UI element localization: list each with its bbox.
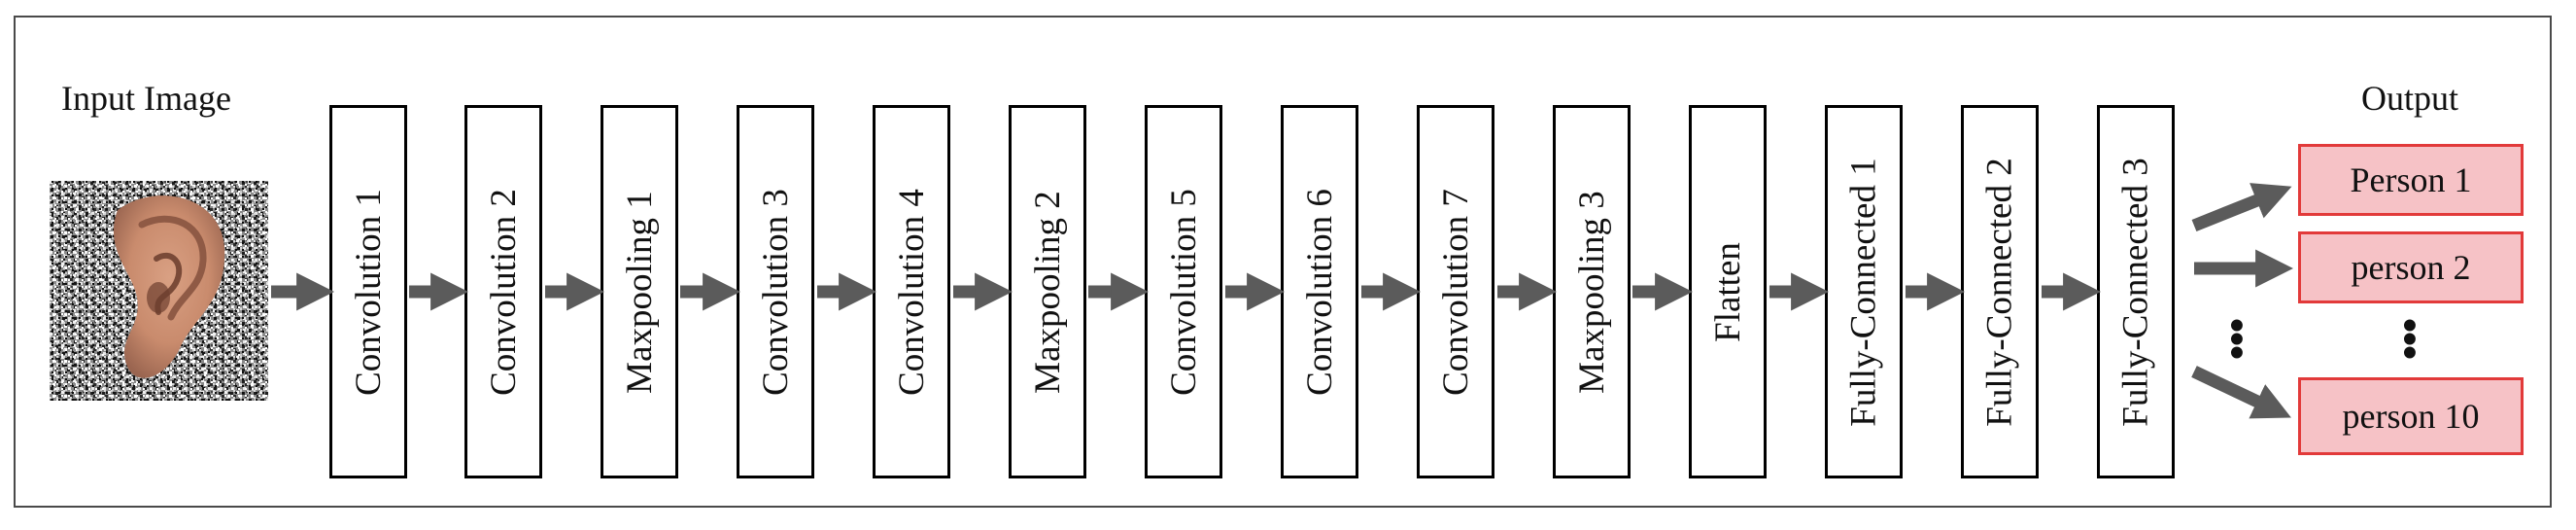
- input-image: [50, 181, 268, 401]
- output-class-10: person 10: [2298, 377, 2524, 455]
- ear-image: [50, 181, 268, 401]
- arrow-fc3-to-person1: [2191, 183, 2292, 232]
- output-class-1: Person 1: [2298, 144, 2524, 216]
- output-title: Output: [2361, 79, 2459, 118]
- input-title: Input Image: [61, 79, 231, 118]
- output-class-2: person 2: [2298, 231, 2524, 303]
- arrow-fc3-to-person10: [2191, 366, 2291, 419]
